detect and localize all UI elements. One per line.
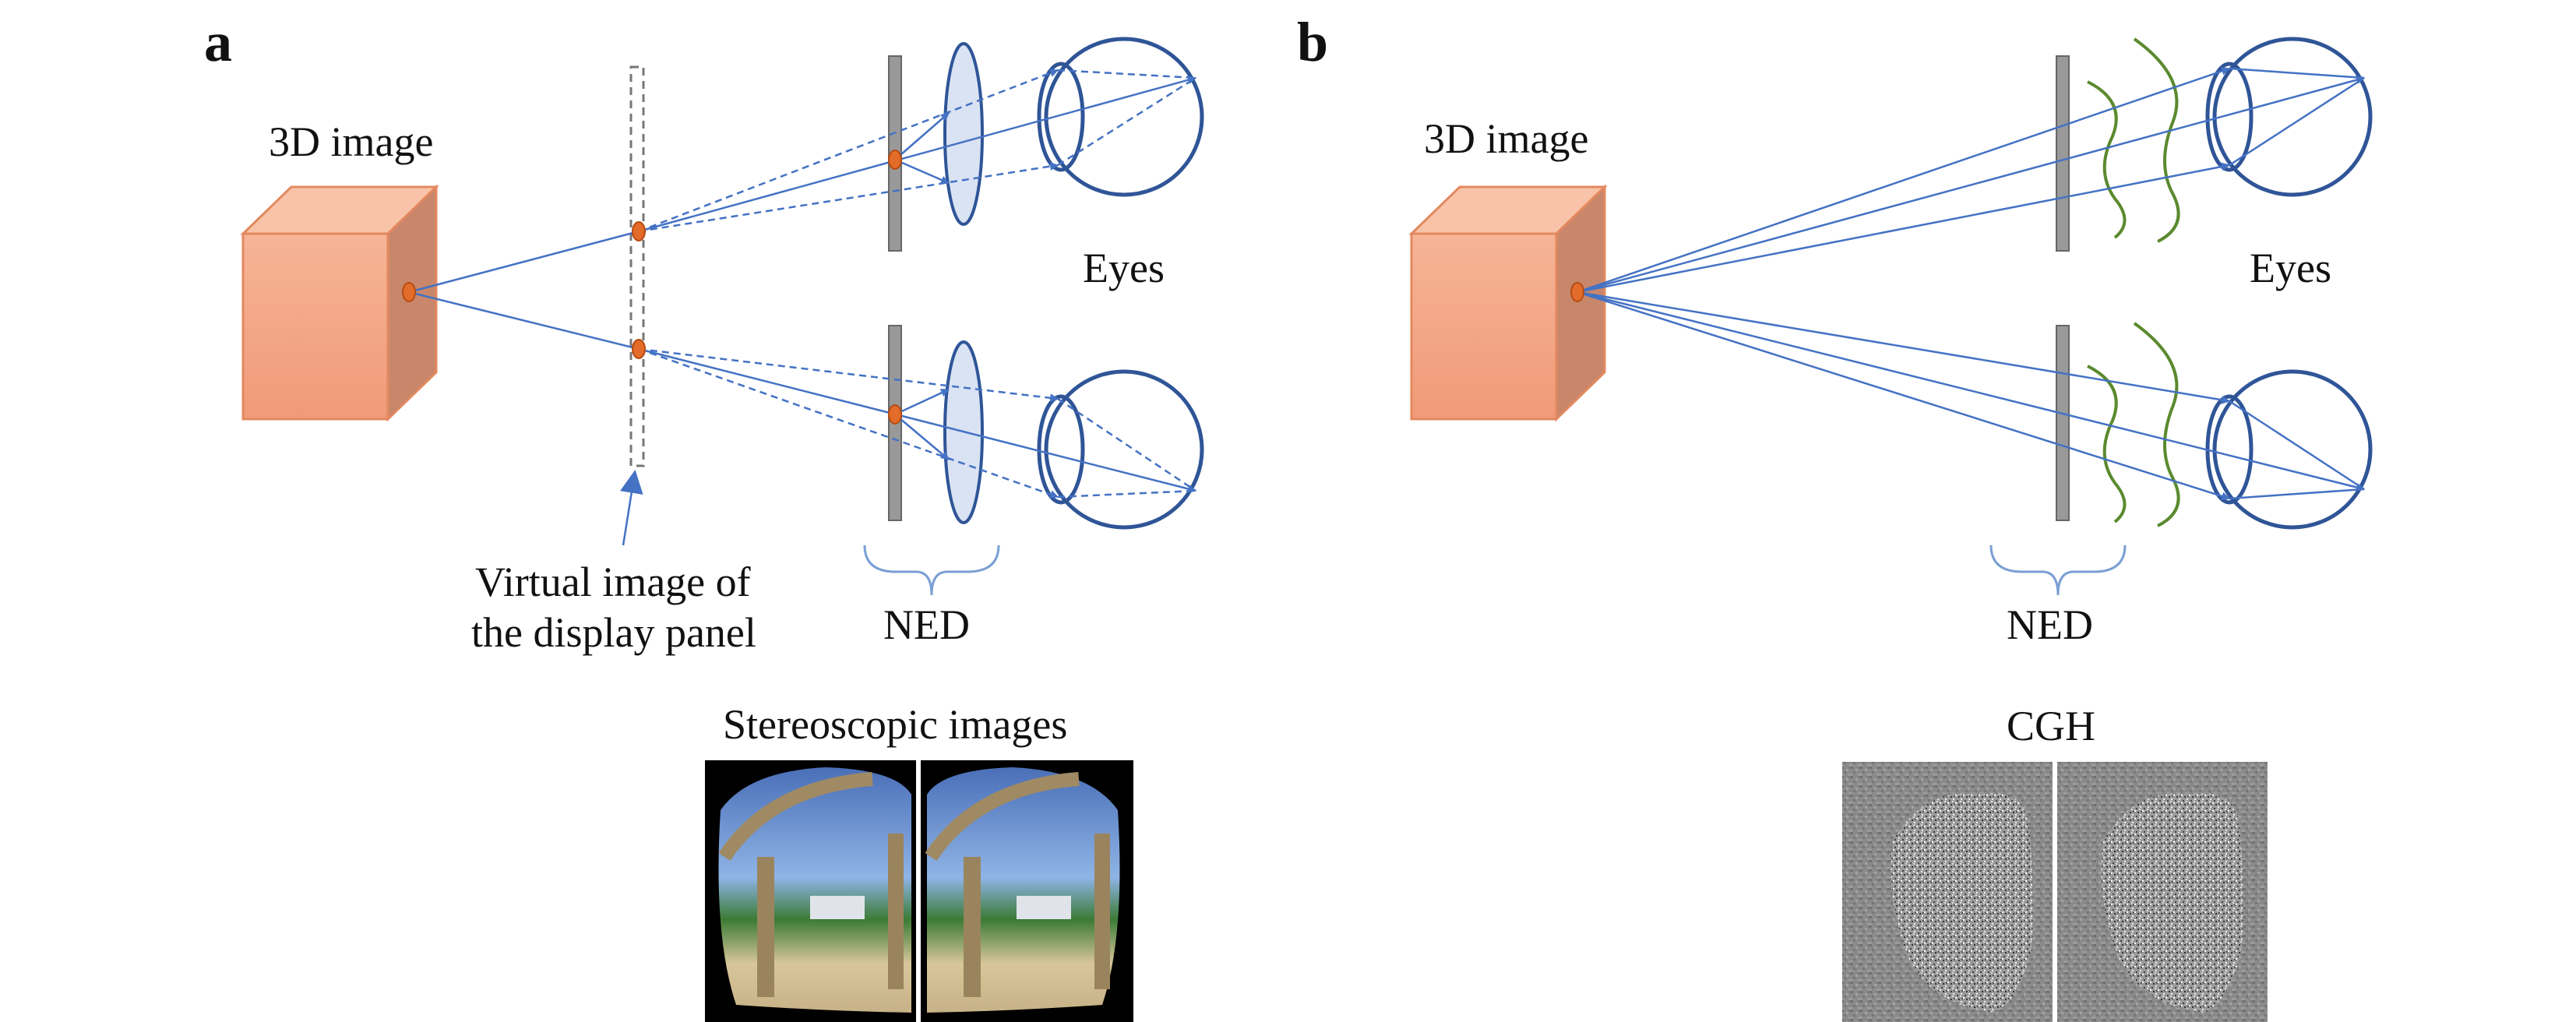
panel-b-letter: b: [1297, 11, 1328, 73]
virtual-image-label-line2: the display panel: [471, 609, 756, 656]
stereoscopic-images-label: Stereoscopic images: [723, 701, 1067, 748]
eye-bottom: [1037, 369, 1204, 530]
panel-b-object-point: [1570, 282, 1584, 302]
panel-a-ned-brace: [863, 544, 1000, 596]
panel-b-ned-label: NED: [2007, 601, 2093, 648]
panel-b-ned-brace: [1989, 544, 2127, 596]
eye-top: [1037, 37, 1204, 197]
panel-b-eyes-label: Eyes: [2250, 245, 2331, 291]
panel-a: a 3D image: [204, 11, 1204, 1022]
virtual-display-panel: [629, 65, 645, 467]
panel-b-display-top: [2056, 55, 2070, 252]
panel-b-eye-bottom: [2205, 369, 2373, 530]
panel-a-object-label: 3D image: [269, 118, 433, 165]
wavefronts: [2087, 37, 2180, 527]
panel-a-letter: a: [204, 11, 232, 73]
virtual-image-label-line1: Virtual image of: [475, 559, 751, 605]
panel-b-eye-top: [2205, 37, 2373, 197]
panel-b-object-label: 3D image: [1424, 115, 1588, 162]
panel-a-rays: [408, 69, 1197, 546]
lens-top: [943, 42, 984, 226]
cgh-label: CGH: [2007, 703, 2095, 749]
panel-b-display-bottom: [2056, 325, 2070, 521]
panel-b-rays: [1577, 67, 2366, 501]
stereoscopic-images-picture: [705, 760, 1133, 1022]
panel-a-cube: [240, 184, 439, 422]
cgh-picture: [1842, 762, 2268, 1022]
panel-a-ned-label: NED: [883, 601, 970, 648]
panel-a-points: [402, 150, 902, 425]
panel-b-cube: [1408, 184, 1608, 422]
panel-b: b 3D image: [1297, 11, 2373, 1022]
panel-a-eyes-label: Eyes: [1083, 245, 1165, 291]
